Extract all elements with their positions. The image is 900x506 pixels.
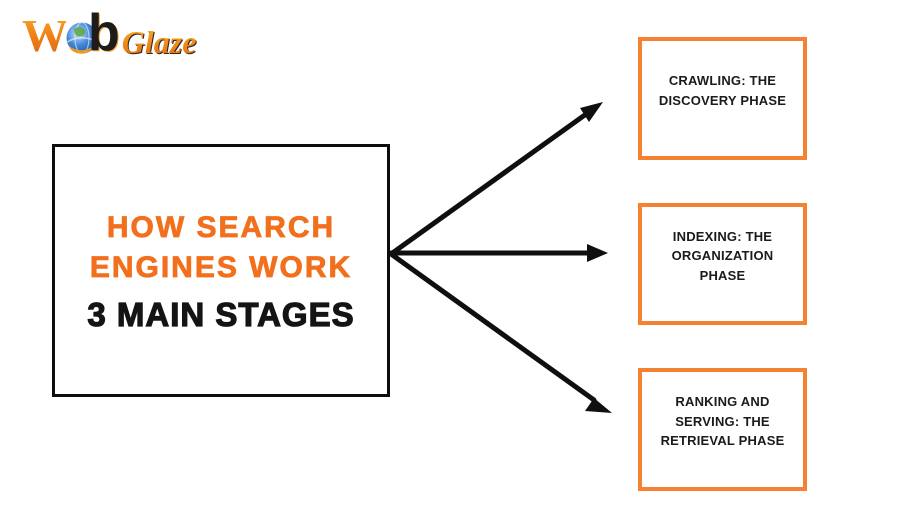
main-title: HOW SEARCH ENGINES WORK bbox=[89, 208, 353, 288]
logo-letter-b: b bbox=[88, 4, 120, 62]
brand-logo: W b Glaze bbox=[22, 4, 197, 62]
stage-label-ranking: RANKING AND SERVING: THE RETRIEVAL PHASE bbox=[660, 394, 785, 449]
stage-label-indexing: INDEXING: THE ORGANIZATION PHASE bbox=[671, 228, 774, 283]
arrowhead-ranking bbox=[585, 398, 612, 413]
main-topic-box: HOW SEARCH ENGINES WORK 3 MAIN STAGES bbox=[52, 144, 390, 397]
arrowhead-indexing bbox=[587, 244, 608, 262]
main-subtitle: 3 MAIN STAGES bbox=[87, 295, 355, 333]
globe-icon bbox=[62, 19, 102, 59]
stage-box-indexing: INDEXING: THE ORGANIZATION PHASE bbox=[638, 203, 807, 325]
arrow-to-crawling bbox=[388, 109, 592, 257]
arrowhead-crawling bbox=[580, 102, 603, 122]
logo-letter-w: W bbox=[22, 10, 68, 61]
stage-box-ranking: RANKING AND SERVING: THE RETRIEVAL PHASE bbox=[638, 368, 807, 491]
main-title-line2: ENGINES WORK bbox=[89, 250, 353, 284]
stage-label-crawling: CRAWLING: THE DISCOVERY PHASE bbox=[658, 73, 787, 108]
main-title-line1: HOW SEARCH bbox=[106, 210, 336, 245]
stage-box-crawling: CRAWLING: THE DISCOVERY PHASE bbox=[638, 37, 807, 160]
logo-wordmark-glaze: Glaze bbox=[121, 24, 197, 60]
arrow-to-ranking bbox=[388, 251, 597, 403]
